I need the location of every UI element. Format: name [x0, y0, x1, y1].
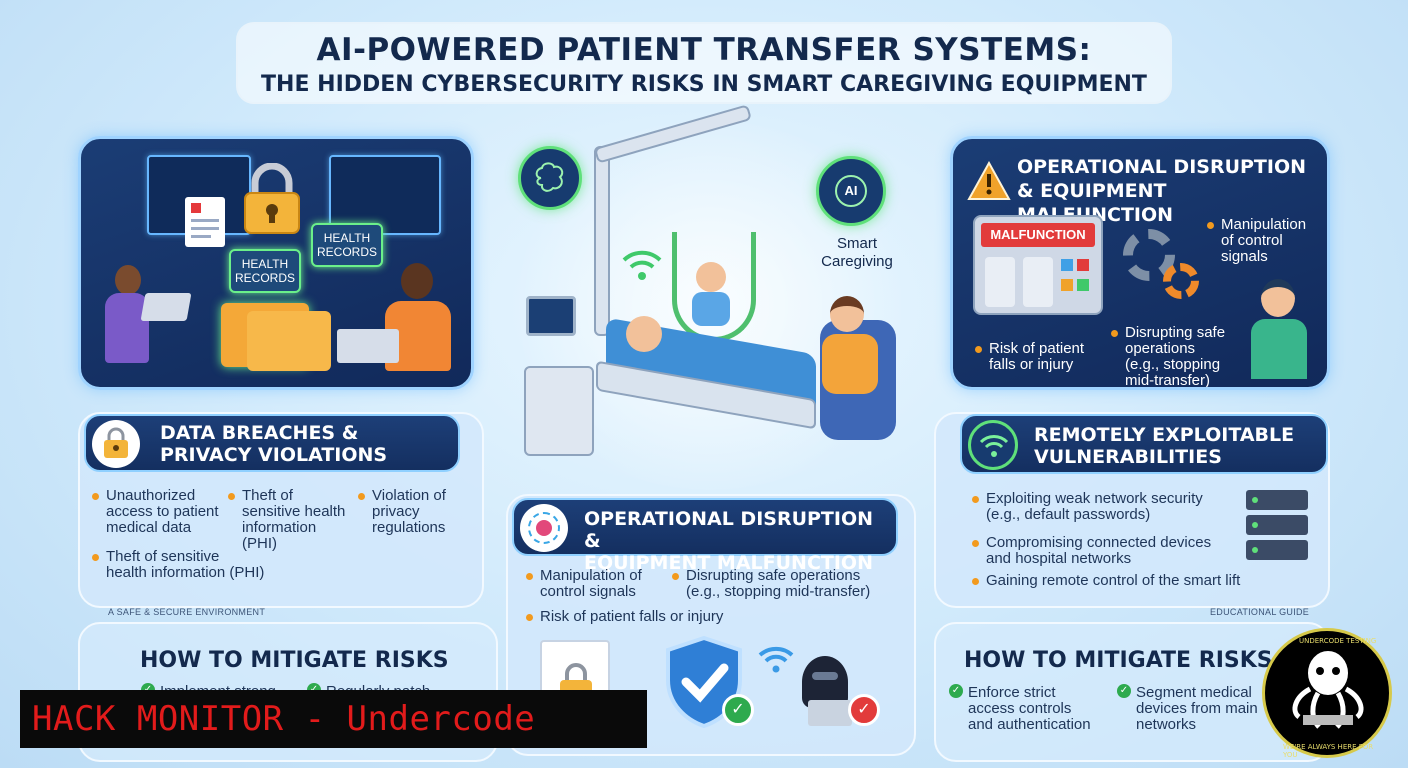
- control-panel-icon: MALFUNCTION: [973, 215, 1103, 315]
- caregiver-body: [822, 334, 878, 394]
- page-title: AI-POWERED PATIENT TRANSFER SYSTEMS:: [316, 32, 1092, 68]
- folder-icon: [247, 311, 331, 371]
- worried-person: [1249, 279, 1309, 379]
- operational-risk-panel: OPERATIONAL DISRUPTION & EQUIPMENT MALFU…: [950, 136, 1330, 390]
- gear-icon: [1163, 263, 1199, 299]
- warning-icon: [967, 161, 1011, 200]
- wifi-icon: [622, 250, 662, 280]
- breach-item: Theft of sensitive health information (P…: [92, 549, 306, 581]
- mitigate-heading: HOW TO MITIGATE RISKS: [964, 648, 1273, 673]
- bedside-cabinet: [524, 366, 594, 456]
- wifi-icon: [758, 646, 794, 673]
- center-item: Disrupting safe operations (e.g., stoppi…: [672, 568, 896, 600]
- risk-item: Disrupting safe operations (e.g., stoppi…: [1111, 325, 1243, 387]
- vuln-item: Compromising connected devices and hospi…: [972, 535, 1236, 567]
- server-icon: [1246, 490, 1308, 562]
- smart-caregiving-label: Smart Caregiving: [821, 235, 893, 270]
- breach-item: Unauthorized access to patient medical d…: [92, 488, 226, 536]
- hacker-figure: [790, 656, 860, 728]
- error-badge-icon: ✓: [848, 694, 880, 726]
- child-figure: [696, 262, 726, 292]
- ai-chip-icon: AI: [816, 156, 886, 226]
- document-icon: [185, 197, 225, 247]
- caregiver-figure: [830, 296, 864, 332]
- malfunction-label: MALFUNCTION: [981, 223, 1095, 247]
- laptop-icon: [140, 293, 192, 321]
- remote-vuln-header: REMOTELY EXPLOITABLE VULNERABILITIES: [960, 414, 1328, 474]
- patient-lift: [594, 146, 610, 336]
- nurse-figure: [101, 265, 153, 387]
- health-records-label: HEALTH RECORDS: [229, 249, 301, 293]
- vuln-item: Gaining remote control of the smart lift: [972, 573, 1266, 589]
- gear-icon: [1123, 229, 1175, 281]
- center-risk-header: OPERATIONAL DISRUPTION & EQUIPMENT MALFU…: [512, 498, 898, 574]
- mitigate-item: Enforce strict access controls and authe…: [949, 684, 1108, 733]
- center-risk-heading: OPERATIONAL DISRUPTION & EQUIPMENT MALFU…: [584, 508, 874, 574]
- data-illustration-panel: HEALTH RECORDS HEALTH RECORDS: [78, 136, 474, 390]
- patient-monitor: [526, 296, 576, 336]
- panel-caption: EDUCATIONAL GUIDE: [1210, 607, 1310, 617]
- center-item: Risk of patient falls or injury: [526, 609, 780, 625]
- worker-figure: [381, 263, 457, 387]
- page-subtitle: THE HIDDEN CYBERSECURITY RISKS IN SMART …: [261, 72, 1147, 97]
- check-badge-icon: ✓: [722, 694, 754, 726]
- undercode-logo: UNDERCODE TESTING WE'RE ALWAYS HERE FOR …: [1262, 628, 1392, 759]
- logo-top-text: UNDERCODE TESTING: [1299, 637, 1377, 645]
- network-icon: [520, 504, 568, 552]
- monitor-screen: [329, 155, 441, 235]
- octopus-icon: [1292, 651, 1364, 729]
- wifi-icon: [968, 420, 1018, 470]
- child-body: [692, 292, 730, 326]
- patient-figure: [626, 316, 662, 352]
- lock-icon: [244, 163, 300, 234]
- breach-item: Theft of sensitive health information (P…: [228, 488, 362, 552]
- center-item: Manipulation of control signals: [526, 568, 670, 600]
- brain-ai-icon: [518, 146, 582, 210]
- risk-item: Risk of patient falls or injury: [975, 341, 1113, 373]
- risk-item: Manipulation of control signals: [1207, 217, 1327, 265]
- hack-monitor-banner: HACK MONITOR - Undercode: [20, 690, 647, 748]
- title-box: AI-POWERED PATIENT TRANSFER SYSTEMS: THE…: [236, 22, 1172, 104]
- mitigate-heading: HOW TO MITIGATE RISKS: [140, 648, 449, 673]
- mitigate-item: Segment medical devices from main networ…: [1117, 684, 1276, 733]
- health-records-label: HEALTH RECORDS: [311, 223, 383, 267]
- vuln-item: Exploiting weak network security (e.g., …: [972, 491, 1236, 523]
- data-breach-header: DATA BREACHES & PRIVACY VIOLATIONS: [84, 414, 460, 472]
- data-breach-heading: DATA BREACHES & PRIVACY VIOLATIONS: [160, 422, 388, 466]
- breach-item: Violation of privacy regulations: [358, 488, 472, 536]
- laptop-icon: [337, 329, 399, 363]
- panel-caption: A SAFE & SECURE ENVIRONMENT: [108, 607, 266, 617]
- remote-vuln-heading: REMOTELY EXPLOITABLE VULNERABILITIES: [1034, 424, 1295, 468]
- logo-bottom-text: WE'RE ALWAYS HERE FOR YOU: [1283, 743, 1374, 759]
- lock-icon: [92, 420, 140, 468]
